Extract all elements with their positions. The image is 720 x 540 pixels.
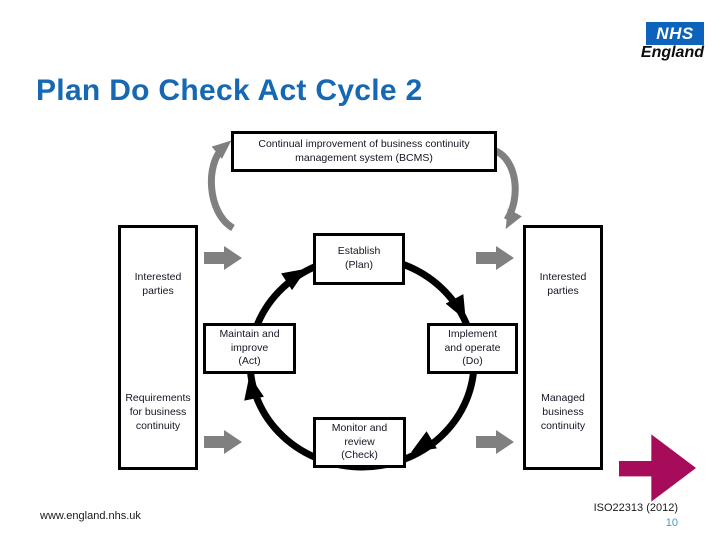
left-column-top-label: Interested parties <box>134 271 182 298</box>
left-column-bottom-label: Requirements for business continuity <box>125 392 191 433</box>
flow-arrow-right-top-icon <box>476 246 514 270</box>
flow-arrow-right-bottom-icon <box>476 430 514 454</box>
establish-plan-box: Establish (Plan) <box>313 233 405 285</box>
website-link: www.england.nhs.uk <box>40 510 141 522</box>
nhs-england-wordmark: England <box>640 44 704 61</box>
nhs-logo: NHS <box>646 22 704 45</box>
right-column-top-label: Interested parties <box>539 271 587 298</box>
left-column-box: Interested parties Requirements for busi… <box>118 225 198 470</box>
maintain-improve-act-box: Maintain and improve (Act) <box>203 323 296 374</box>
monitor-review-check-box: Monitor and review (Check) <box>313 417 406 468</box>
continual-improvement-box: Continual improvement of business contin… <box>231 131 497 172</box>
right-column-bottom-label: Managed business continuity <box>540 392 586 433</box>
implement-operate-do-box: Implement and operate (Do) <box>427 323 518 374</box>
page-number: 10 <box>665 516 678 529</box>
iso-reference: ISO22313 (2012) <box>593 502 678 514</box>
right-column-box: Interested parties Managed business cont… <box>523 225 603 470</box>
flow-arrow-left-top-icon <box>204 246 242 270</box>
footer-reference-block: ISO22313 (2012) 10 <box>594 501 678 531</box>
nhs-logo-text: NHS <box>656 23 694 43</box>
page-title: Plan Do Check Act Cycle 2 <box>36 74 423 107</box>
flow-arrow-left-bottom-icon <box>204 430 242 454</box>
curved-arrow-left-icon <box>207 140 236 232</box>
curved-arrow-right-icon <box>494 147 522 230</box>
